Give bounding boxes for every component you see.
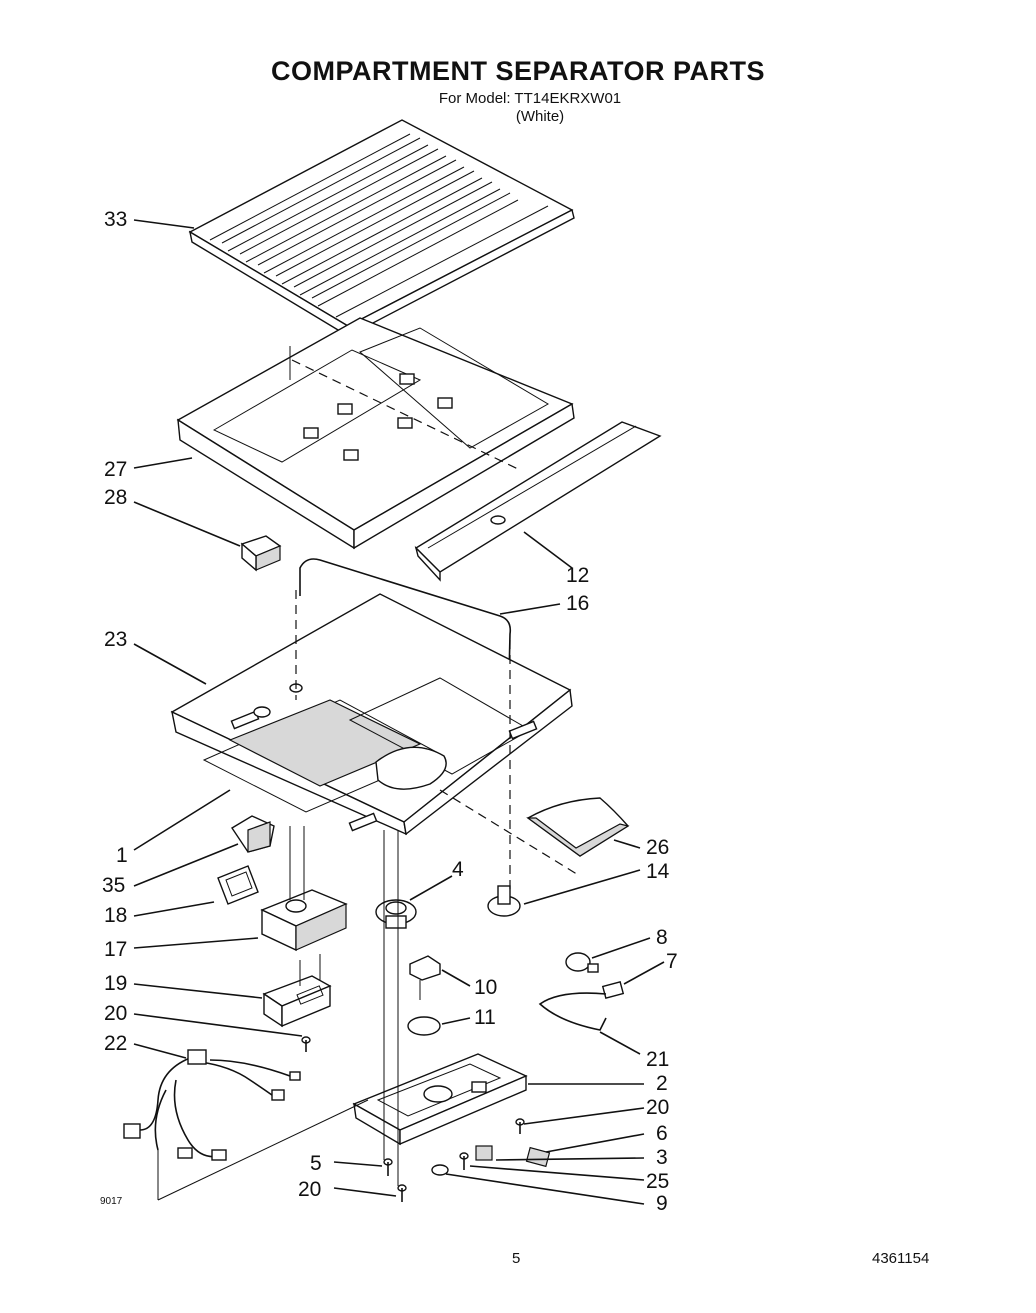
part-8-bulb [565,952,599,973]
callout-10: 10 [474,976,497,999]
callout-26: 26 [646,836,669,859]
callout-5: 5 [310,1152,322,1175]
callout-33: 33 [104,208,127,231]
callout-28: 28 [104,486,127,509]
part-7-socket [601,981,625,999]
callout-20: 20 [298,1178,321,1201]
callout-4: 4 [452,858,464,881]
part-18-retainer [217,865,259,905]
callout-7: 7 [666,950,678,973]
callout-35: 35 [102,874,125,897]
callout-2: 2 [656,1072,668,1095]
part-4-bushing [375,899,417,929]
part-16-wire [299,558,512,721]
diagram-code: 9017 [100,1196,123,1207]
part-number: 4361154 [872,1250,930,1267]
part-12-channel [414,421,662,582]
screw-icon [459,1152,469,1170]
part-19-control-bracket [262,954,332,1028]
callout-9: 9 [656,1192,668,1215]
part-11-washer [407,1016,441,1036]
screw-icon [383,1158,393,1176]
callout-6: 6 [656,1122,668,1145]
callout-1: 1 [116,844,128,867]
part-21-lead [538,992,607,1031]
callout-20: 20 [104,1002,127,1025]
screw-icon [397,1184,407,1202]
callout-18: 18 [104,904,127,927]
page-number: 5 [512,1250,521,1267]
callout-14: 14 [646,860,670,883]
part-2-housing [352,1053,528,1146]
part-10-switch [409,955,441,1000]
part-33-shelf-grille [188,119,575,338]
page-title: COMPARTMENT SEPARATOR PARTS [270,56,765,86]
part-27-frame [176,317,575,550]
callout-16: 16 [566,592,589,615]
callout-21: 21 [646,1048,669,1071]
callout-19: 19 [104,972,127,995]
callout-20: 20 [646,1096,669,1119]
callout-22: 22 [104,1032,127,1055]
part-9-spacer [431,1164,449,1176]
screw-icon [515,1118,525,1134]
leader-lines [133,219,665,1205]
part-23-separator-pan [170,593,573,836]
screw-icon [301,1036,311,1052]
part-3-switch [475,1145,493,1161]
color-line: (White) [515,108,565,125]
callout-8: 8 [656,926,668,949]
callout-23: 23 [104,628,127,651]
part-6-connector [525,1146,551,1168]
callout-17: 17 [104,938,127,961]
callout-27: 27 [104,458,127,481]
part-35-bracket [231,815,275,853]
part-28-pad [240,535,282,572]
callout-11: 11 [474,1006,496,1029]
part-26-cover [439,789,630,877]
model-line: For Model: TT14EKRXW01 [438,90,622,107]
part-14-grommet [487,885,521,917]
callout-12: 12 [566,564,589,587]
part-22-wire-harness [123,1049,369,1201]
callout-25: 25 [646,1170,669,1193]
part-17-housing [260,826,348,952]
callout-3: 3 [656,1146,668,1169]
